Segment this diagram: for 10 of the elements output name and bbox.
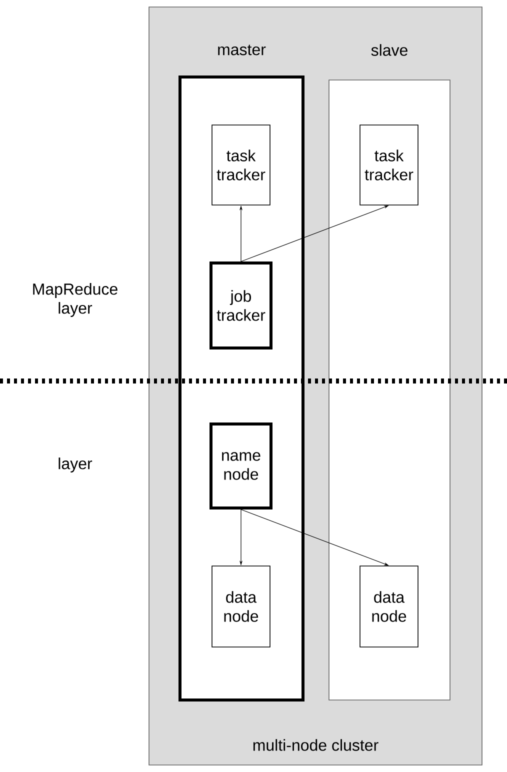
process-box: job tracker bbox=[210, 262, 272, 350]
process-box: task tracker bbox=[212, 124, 270, 206]
process-box: data node bbox=[360, 566, 418, 648]
node-label: slave bbox=[371, 44, 408, 56]
node-label: master bbox=[218, 44, 266, 56]
layer-label: MapReduce layer bbox=[33, 283, 118, 317]
process-box: name node bbox=[210, 422, 272, 510]
layer-label: layer bbox=[58, 458, 92, 472]
process-box: data node bbox=[212, 566, 270, 648]
process-box: task tracker bbox=[360, 124, 418, 206]
